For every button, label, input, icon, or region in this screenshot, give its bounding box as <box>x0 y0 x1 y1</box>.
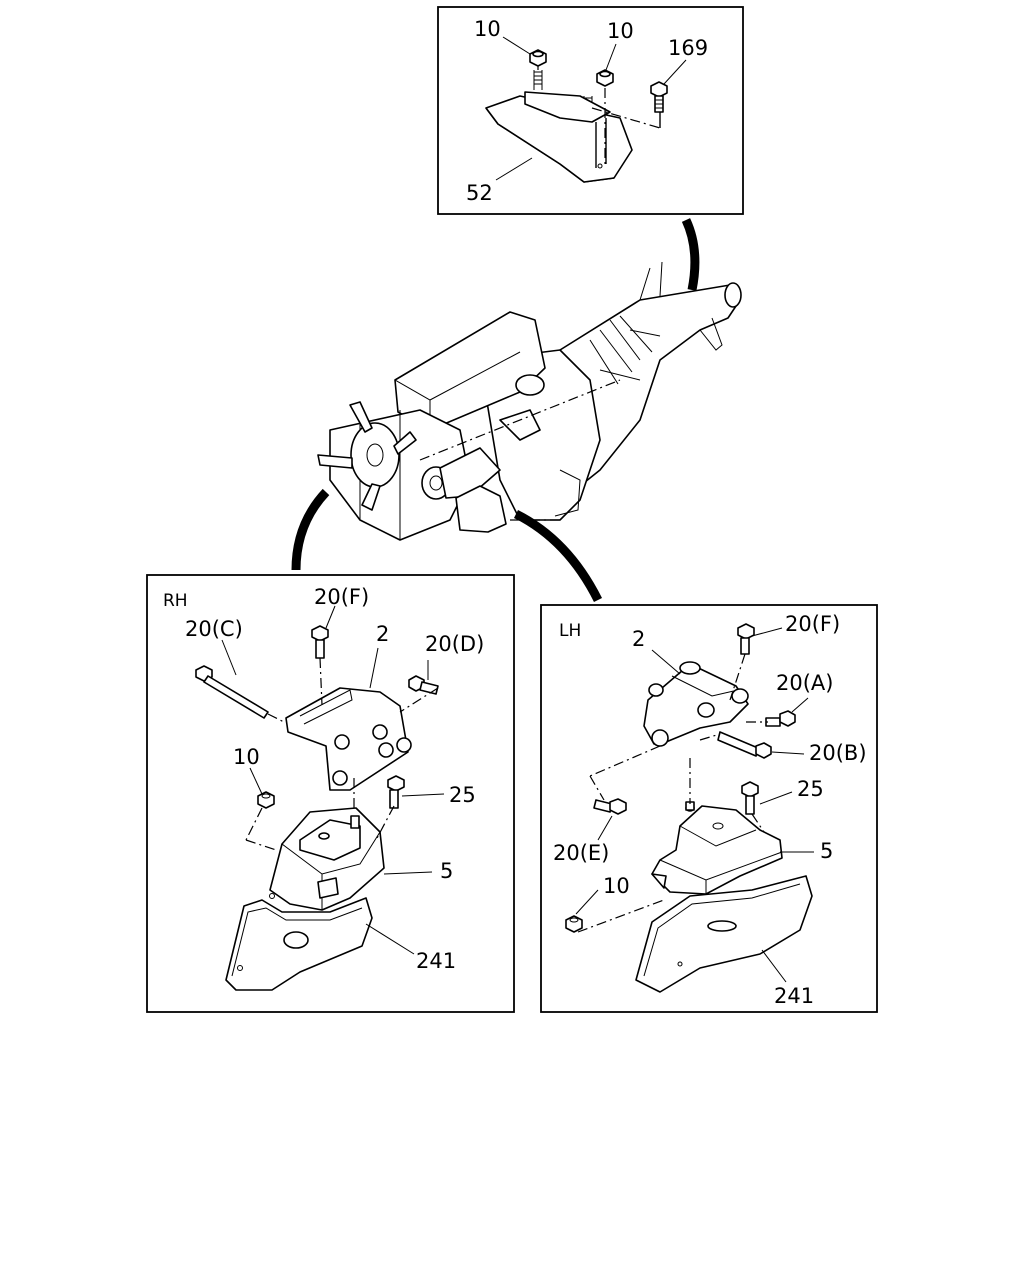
mount-plate <box>635 875 813 993</box>
callout-label: 20(B) <box>809 741 867 765</box>
fan-icon <box>317 401 417 511</box>
callout-label: 169 <box>668 36 708 60</box>
inset-top-frame <box>437 6 744 215</box>
engine-mount-insulator <box>269 807 385 911</box>
callout-label: 10 <box>603 874 630 898</box>
bolt-icon <box>650 81 668 113</box>
engine-transmission-assembly <box>317 261 742 541</box>
callout-label: 20(D) <box>425 632 484 656</box>
engine-mount-insulator <box>651 801 783 895</box>
callout-label: 20(F) <box>314 585 369 609</box>
bolt-icon <box>737 623 755 655</box>
side-label: LH <box>559 621 581 641</box>
callout-label: 2 <box>632 627 645 651</box>
bolt-icon <box>717 731 772 759</box>
bolt-icon <box>311 625 329 659</box>
engine-mount-rh-location <box>455 485 507 533</box>
mount-plate <box>225 893 373 991</box>
bolt-icon <box>387 775 405 809</box>
rear-mount-bracket <box>485 91 633 183</box>
bolt-icon <box>593 798 627 815</box>
callout-label: 20(E) <box>553 841 609 865</box>
connector-arc <box>513 509 603 603</box>
connector-arc <box>681 218 700 291</box>
callout-label: 2 <box>376 622 389 646</box>
callout-label: 20(F) <box>785 612 840 636</box>
callout-label: 10 <box>474 17 501 41</box>
inset-rh-engine-mount: RH <box>146 574 515 1013</box>
nut-icon <box>257 791 275 809</box>
inset-top-rear-mount: 10 10 169 52 <box>437 6 744 215</box>
callout-label: 52 <box>466 181 493 205</box>
callout-label: 241 <box>774 984 814 1008</box>
callout-label: 10 <box>607 19 634 43</box>
engine-bracket <box>285 687 412 791</box>
callout-label: 5 <box>820 839 833 863</box>
inset-lh-frame <box>540 604 878 1013</box>
callout-label: 20(C) <box>185 617 243 641</box>
callout-label: 20(A) <box>776 671 833 695</box>
nut-icon <box>565 915 583 933</box>
bolt-icon <box>195 665 269 719</box>
nut-icon <box>529 49 547 90</box>
callout-label: 5 <box>440 859 453 883</box>
callout-label: 25 <box>449 783 476 807</box>
bolt-icon <box>741 781 759 815</box>
callout-label: 241 <box>416 949 456 973</box>
connector-arc <box>291 488 330 571</box>
callout-label: 10 <box>233 745 260 769</box>
side-label: RH <box>163 591 188 611</box>
engine-bracket <box>643 661 749 747</box>
bolt-icon <box>765 710 796 727</box>
inset-rh-frame <box>146 574 515 1013</box>
inset-lh-engine-mount: LH <box>540 604 878 1013</box>
callout-label: 25 <box>797 777 824 801</box>
